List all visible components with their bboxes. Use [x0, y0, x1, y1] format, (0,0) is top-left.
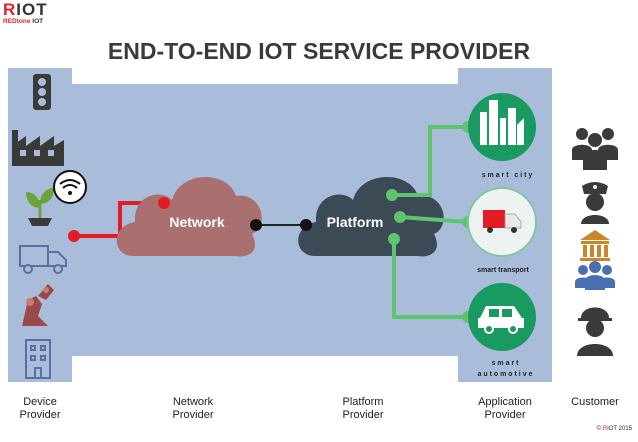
device-provider-label: Device Provider: [8, 396, 72, 422]
network-provider-label: Network Provider: [158, 396, 228, 422]
platform-out-node-1: [386, 189, 398, 201]
traffic-light-icon: [33, 74, 51, 110]
platform-out-node-3: [388, 233, 400, 245]
city-icon: [480, 100, 524, 145]
copyright-text: IOT 2015: [607, 426, 632, 432]
logo-main: IOT: [16, 0, 48, 19]
device-provider-line-1: Device: [23, 396, 57, 408]
government-building-icon: [580, 230, 610, 261]
building-icon: [25, 339, 51, 379]
copyright-prefix: ©: [596, 426, 603, 432]
smart-transport-label: smart transport: [477, 267, 529, 274]
logo-sub: IOT: [30, 18, 44, 25]
riot-logo: RIOT REDtone IOT: [3, 1, 83, 31]
group-icon: [572, 128, 618, 170]
robot-arm-icon: [22, 284, 54, 326]
platform-provider-line-2: Provider: [342, 409, 384, 421]
logo-sub-prefix: REDtone: [3, 18, 31, 25]
application-provider-label: Application Provider: [464, 396, 546, 422]
platform-out-node-2: [394, 211, 406, 223]
worker-icon: [577, 307, 613, 356]
network-node: [250, 219, 262, 231]
smart-automotive-label-2: a u t o m o t i v e: [478, 371, 533, 378]
logo-prefix: R: [3, 0, 17, 19]
copyright: © RIOT 2015: [597, 426, 632, 432]
platform-provider-line-1: Platform: [342, 396, 384, 408]
copyright-brand: R: [602, 426, 608, 432]
platform-provider-label: Platform Provider: [328, 396, 398, 422]
device-truck-icon: [19, 245, 67, 274]
page-title: END-TO-END IOT SERVICE PROVIDER: [107, 38, 531, 64]
police-icon: [581, 182, 609, 224]
device-provider-line-2: Provider: [19, 409, 61, 421]
application-provider-line-1: Application: [478, 396, 532, 408]
platform-automotive-link: [392, 239, 468, 319]
transport-truck-icon: [483, 210, 522, 233]
device-node: [68, 230, 80, 242]
wifi-icon: [53, 170, 87, 204]
platform-label: Platform: [327, 214, 384, 230]
network-provider-line-1: Network: [172, 396, 214, 408]
network-input-node: [158, 197, 170, 209]
plant-icon: [26, 188, 54, 226]
network-cloud: [116, 176, 262, 257]
application-provider-line-2: Provider: [484, 409, 526, 421]
smart-automotive-label-1: s m a r t: [492, 360, 520, 367]
platform-city-link: [392, 125, 468, 197]
platform-transport-link: [399, 215, 469, 224]
network-label: Network: [169, 214, 224, 230]
people-icon: [575, 261, 615, 290]
platform-node: [300, 219, 312, 231]
network-provider-line-2: Provider: [172, 409, 214, 421]
smart-city-label: s m a r t c i t y: [482, 172, 533, 179]
factory-icon: [12, 130, 64, 166]
car-icon: [478, 306, 524, 334]
customer-label: Customer: [571, 396, 619, 408]
